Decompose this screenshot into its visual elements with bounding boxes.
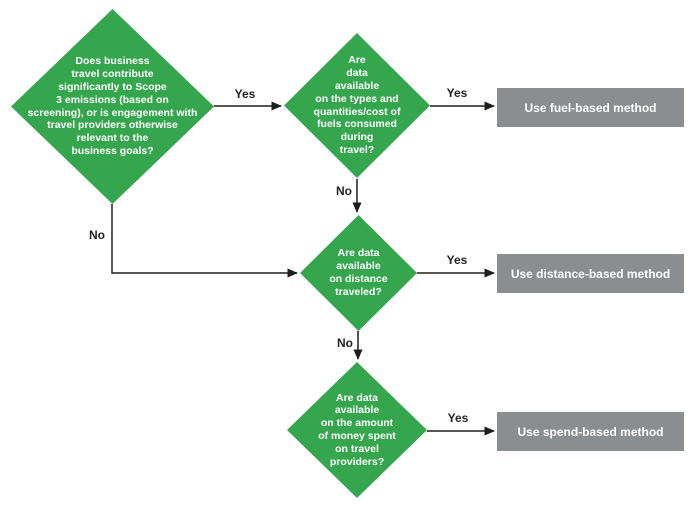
edge-label-no-d2-d3: No xyxy=(336,184,352,198)
result-node-spend-based-method: Use spend-based method xyxy=(497,412,684,451)
decision-text: Are data available on the types and quan… xyxy=(313,54,401,156)
edge-label-yes-d3-r2: Yes xyxy=(446,253,468,267)
decision-node-business-travel-significance: Does business travel contribute signific… xyxy=(11,9,214,204)
result-label: Use fuel-based method xyxy=(524,100,657,115)
edge-label-yes-d1-d2: Yes xyxy=(234,87,256,101)
decision-node-distance-data-available: Are data available on distance traveled? xyxy=(300,215,417,331)
decision-node-spend-data-available: Are data available on the amount of mone… xyxy=(287,362,427,498)
decision-text: Does business travel contribute signific… xyxy=(27,55,198,157)
edge-label-yes-d4-r3: Yes xyxy=(447,411,469,425)
result-node-fuel-based-method: Use fuel-based method xyxy=(497,88,684,127)
result-label: Use spend-based method xyxy=(517,424,664,439)
decision-node-fuel-data-available: Are data available on the types and quan… xyxy=(284,33,430,178)
edge-d1-d3 xyxy=(111,204,298,278)
decision-text: Are data available on distance traveled? xyxy=(329,247,388,298)
edge-label-no-d1-d3: No xyxy=(89,228,105,242)
edge-label-no-d3-d4: No xyxy=(337,336,353,350)
result-node-distance-based-method: Use distance-based method xyxy=(497,254,684,293)
result-label: Use distance-based method xyxy=(510,266,671,281)
decision-text: Are data available on the amount of mone… xyxy=(318,391,396,468)
edge-label-yes-d2-r1: Yes xyxy=(446,86,468,100)
